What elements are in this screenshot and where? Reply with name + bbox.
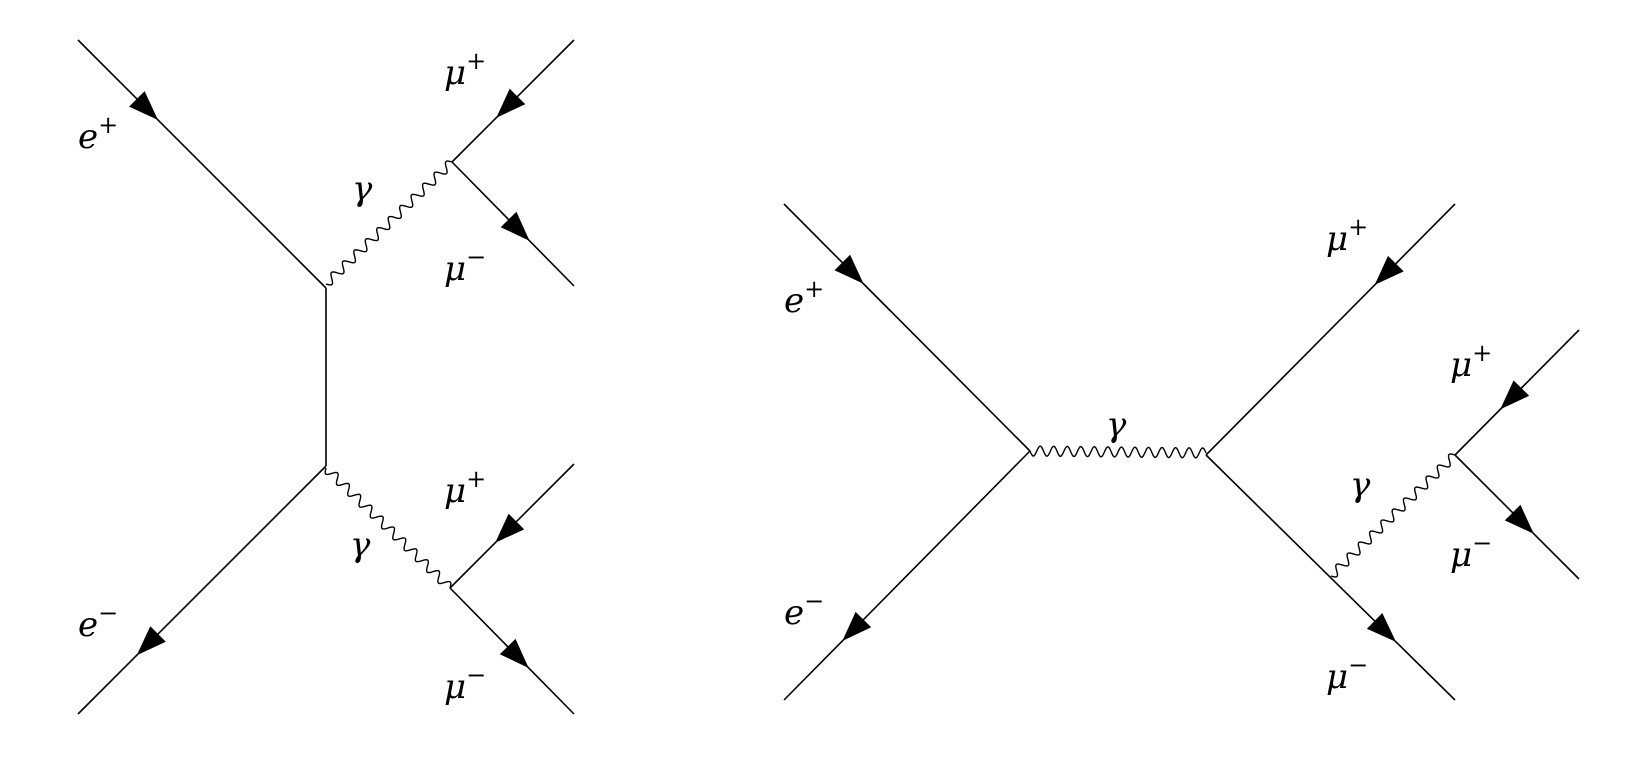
d1-label-mu-minus-bottom: μ− <box>444 661 486 707</box>
d2-label-e-plus: e+ <box>784 275 824 321</box>
d1-label-e-minus: e− <box>78 599 118 645</box>
d2-label-gamma-center: γ <box>1106 405 1127 445</box>
d2-arrow-electron <box>842 611 872 641</box>
d2-label-mu-plus-inner: μ+ <box>1450 339 1492 385</box>
d1-label-mu-plus-bottom: μ+ <box>444 465 486 511</box>
d1-label-e-plus: e+ <box>78 111 118 157</box>
d1-arrow-muon-plus-bottom <box>495 513 525 543</box>
diagram-1: e+ e− γ γ μ+ μ− μ+ μ− <box>77 39 575 715</box>
d1-arrow-muon-minus-top <box>500 211 530 241</box>
d2-label-mu-minus-inner: μ− <box>1450 529 1492 575</box>
d1-photon-bottom <box>324 467 452 589</box>
d2-arrow-muon-minus-inner <box>1504 504 1534 534</box>
d2-arrow-muon-plus-inner <box>1500 380 1530 410</box>
d2-label-mu-plus-outer: μ+ <box>1326 213 1368 259</box>
d1-arrow-muon-minus-bottom <box>499 638 529 668</box>
d1-photon-top <box>325 160 453 286</box>
d2-arrow-muon-plus-outer <box>1374 255 1404 285</box>
diagram-2: e+ e− γ γ μ+ μ− μ+ μ− <box>783 203 1580 701</box>
d1-label-mu-plus-top: μ+ <box>444 47 486 93</box>
d2-arrow-muon-minus-outer <box>1366 613 1396 642</box>
d1-label-gamma-bottom: γ <box>350 525 371 565</box>
d2-label-e-minus: e− <box>784 587 824 633</box>
d2-label-mu-minus-outer: μ− <box>1326 651 1368 697</box>
d2-muon-plus-outer-line <box>1205 203 1456 456</box>
d1-arrow-electron <box>136 626 166 656</box>
d1-electron-positron-incoming-line <box>77 39 327 289</box>
d2-muon-minus-outer-line <box>1205 454 1456 701</box>
d2-electron-incoming-line <box>783 450 1031 701</box>
d1-label-mu-minus-top: μ− <box>444 243 486 289</box>
d2-positron-incoming-line <box>783 203 1031 452</box>
d1-arrow-muon-plus-top <box>496 88 526 118</box>
d1-electron-incoming-line <box>77 465 327 715</box>
d2-label-gamma-emitted: γ <box>1350 465 1371 505</box>
d1-label-gamma-top: γ <box>352 169 373 209</box>
d2-photon-emitted <box>1330 453 1456 578</box>
d1-arrow-positron <box>129 91 158 120</box>
d2-arrow-positron <box>834 254 864 284</box>
d2-photon-center <box>1029 445 1207 459</box>
